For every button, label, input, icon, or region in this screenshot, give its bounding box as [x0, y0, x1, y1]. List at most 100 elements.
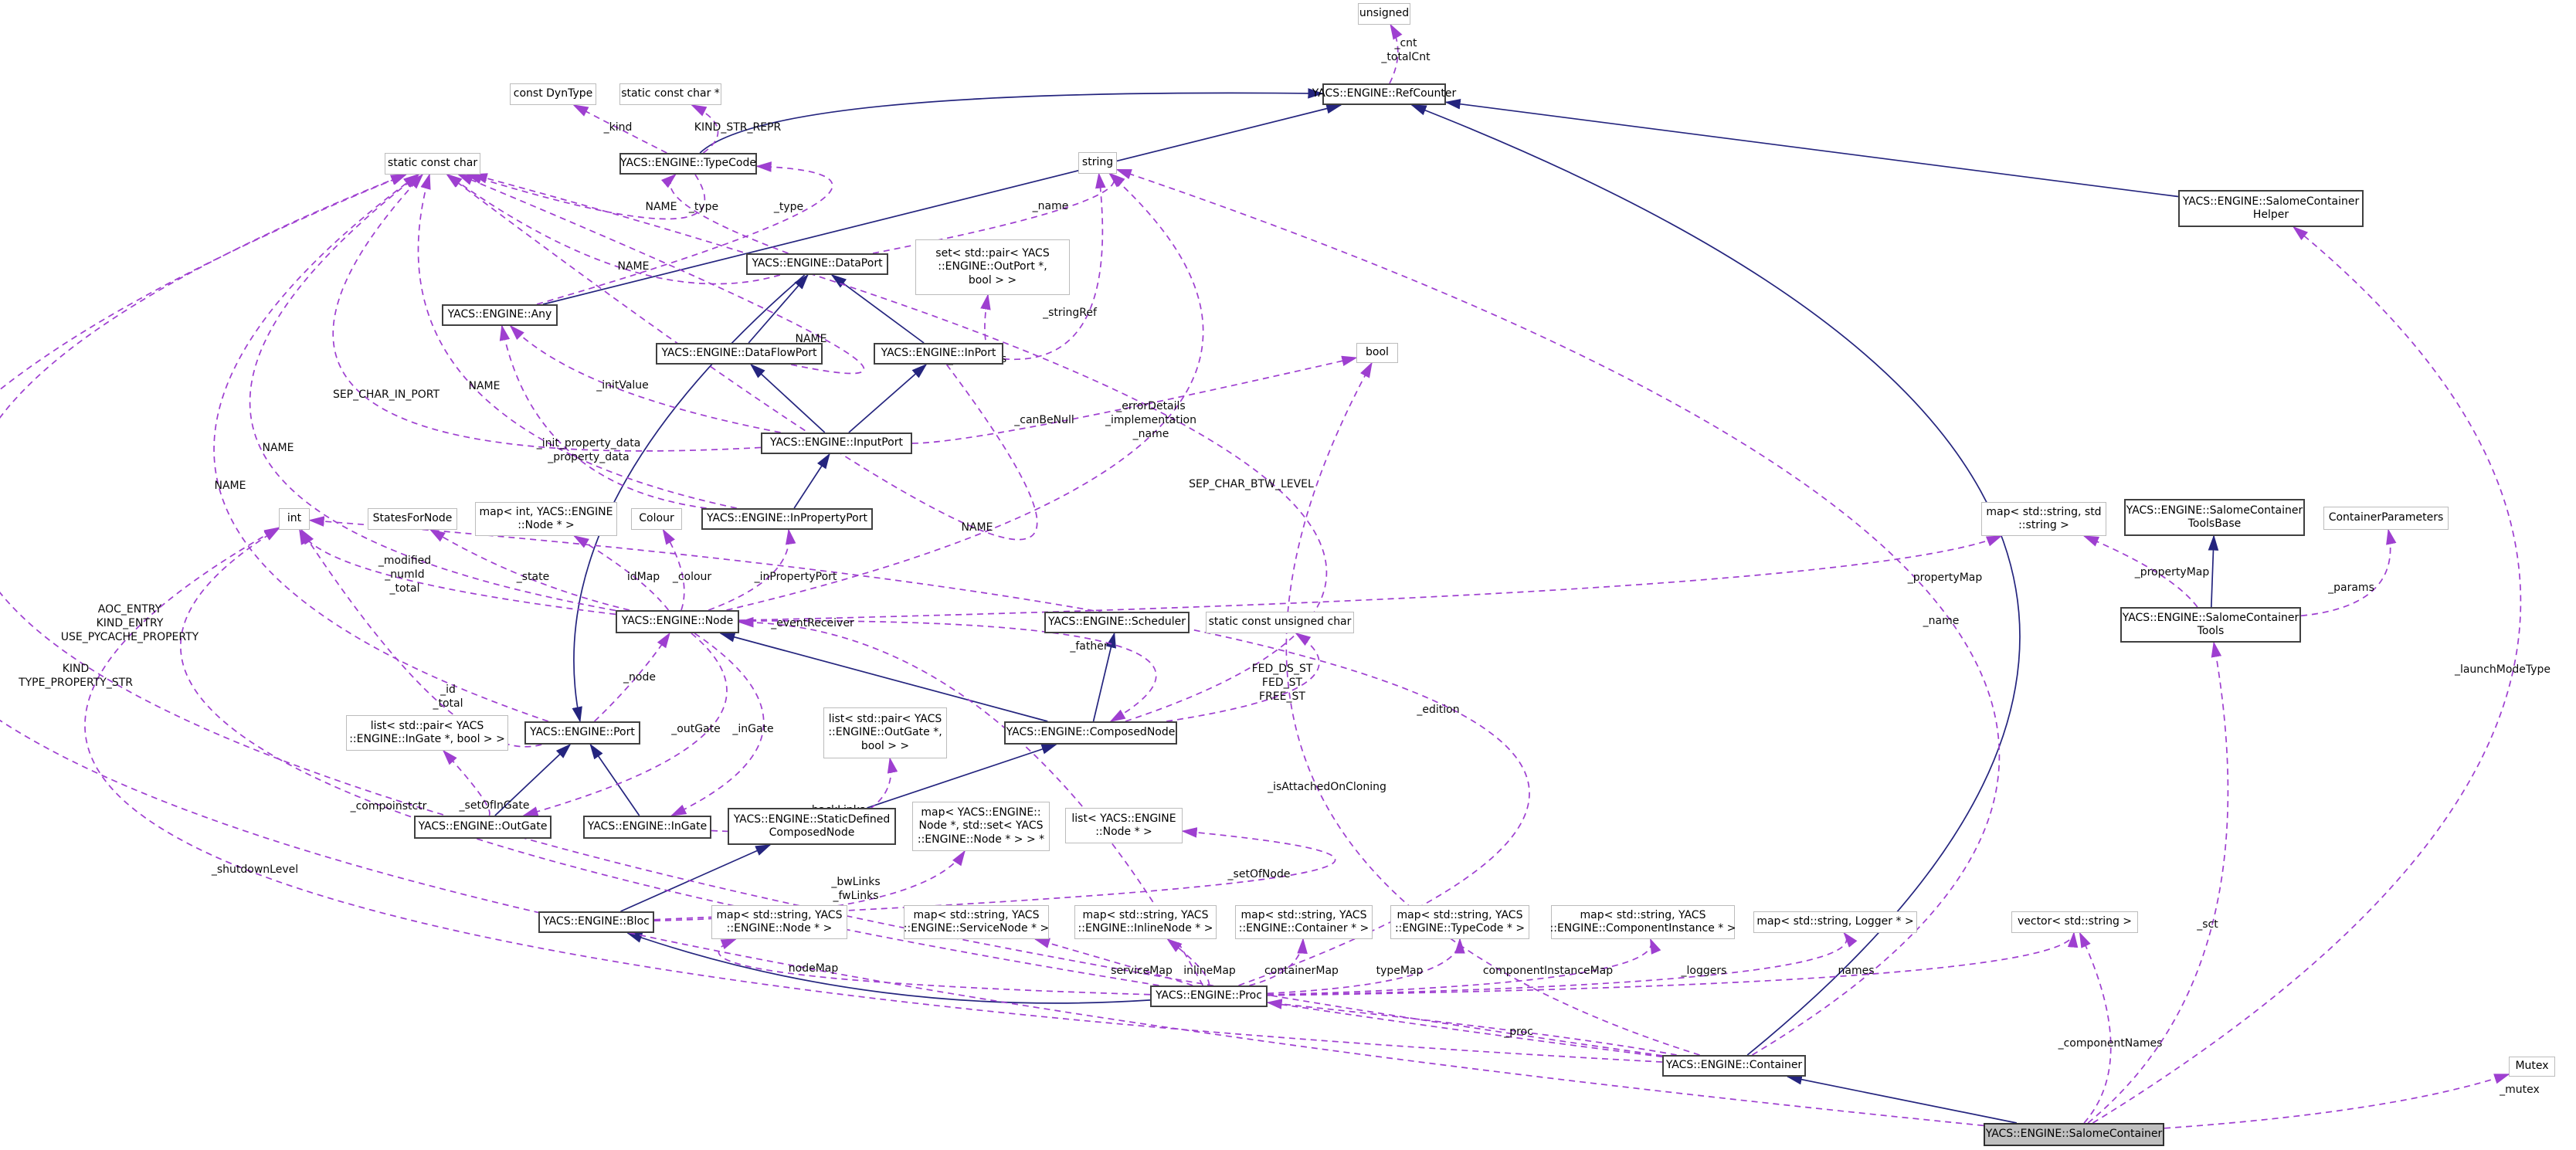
edge-container-refcounter: [1410, 104, 2021, 1056]
edge-container-int: [84, 527, 1663, 1063]
class-box-node[interactable]: YACS::ENGINE::Node: [616, 610, 739, 633]
edge-proc-mapcontainer: [1249, 938, 1308, 986]
class-box-inport[interactable]: YACS::ENGINE::InPort: [874, 343, 1003, 365]
class-box-refcounter[interactable]: YACS::ENGINE::RefCounter: [1312, 83, 1456, 105]
class-box-mapcontainer: map< std::string, YACS ::ENGINE::Contain…: [1235, 905, 1373, 939]
edge-dataflowport-scc: [456, 174, 865, 375]
class-box-vectorstr: vector< std::string >: [2011, 911, 2138, 933]
edge-salomecontainer-vectorstr: [2079, 931, 2112, 1124]
edge-node-inpropertyport: [708, 528, 796, 611]
edge-proc-bloc: [626, 932, 1151, 1004]
edge-inport-scc: [446, 173, 1038, 541]
edge-inport-dataport: [830, 273, 925, 344]
class-box-helper[interactable]: YACS::ENGINE::SalomeContainer Helper: [2178, 190, 2364, 227]
class-box-salomecontainer[interactable]: YACS::ENGINE::SalomeContainer: [1984, 1123, 2164, 1146]
edge-refcounter-unsigned: [1389, 23, 1403, 84]
edge-dataport-port: [572, 274, 806, 723]
edge-typecode-dyntype: [572, 104, 667, 154]
edge-node-scc: [249, 173, 616, 612]
edge-typecode-scc: [466, 174, 706, 220]
edge-container-proc: [1266, 999, 1677, 1056]
class-box-proc[interactable]: YACS::ENGINE::Proc: [1150, 985, 1268, 1007]
edge-inputport-scc: [332, 173, 762, 452]
edge-dataflowport-dataport: [748, 273, 809, 344]
edge-ingate-port: [589, 743, 640, 816]
class-box-listingate: list< std::pair< YACS ::ENGINE::InGate *…: [346, 715, 508, 751]
edge-proc-mapcompinst: [1267, 938, 1661, 996]
edge-dataport-scc: [446, 174, 781, 285]
edge-node-statesfornode: [429, 529, 630, 611]
edge-node-composednode: [738, 620, 1157, 722]
edge-proc-node: [738, 616, 1204, 986]
class-box-sdcn[interactable]: YACS::ENGINE::StaticDefined ComposedNode: [728, 808, 896, 845]
class-box-mutex: Mutex: [2509, 1057, 2555, 1077]
class-box-composednode[interactable]: YACS::ENGINE::ComposedNode: [1004, 721, 1177, 745]
class-box-inputport[interactable]: YACS::ENGINE::InputPort: [761, 433, 912, 454]
class-box-container[interactable]: YACS::ENGINE::Container: [1662, 1055, 1806, 1077]
class-box-mapintnode: map< int, YACS::ENGINE ::Node * >: [475, 502, 617, 536]
edge-salomecontainer-helper: [2092, 226, 2522, 1124]
edge-sdcn-composednode: [867, 744, 1057, 809]
class-box-inpropertyport[interactable]: YACS::ENGINE::InPropertyPort: [701, 508, 873, 530]
class-box-int: int: [279, 508, 310, 530]
class-box-scc: static const char: [385, 153, 480, 175]
class-box-containerparams: ContainerParameters: [2323, 507, 2449, 530]
edge-any-refcounter: [542, 103, 1342, 305]
class-box-mapcompinst: map< std::string, YACS ::ENGINE::Compone…: [1550, 905, 1736, 939]
class-box-typecode[interactable]: YACS::ENGINE::TypeCode: [619, 153, 757, 175]
class-box-bloc[interactable]: YACS::ENGINE::Bloc: [538, 911, 654, 933]
edge-composednode-scheduler: [1092, 632, 1116, 722]
edge-composednode-scc: [471, 173, 1328, 722]
edge-proc-mapnode: [718, 938, 1151, 996]
class-box-statesfornode: StatesForNode: [368, 508, 457, 530]
class-box-maptypecode: map< std::string, YACS ::ENGINE::TypeCod…: [1390, 905, 1529, 939]
class-box-dataflowport[interactable]: YACS::ENGINE::DataFlowPort: [656, 343, 823, 365]
edge-container-int: [180, 528, 1663, 1058]
class-box-bool: bool: [1356, 343, 1398, 363]
edge-composednode-scuc: [1166, 633, 1320, 722]
edge-container-string: [1115, 168, 2001, 1056]
edge-container-bool: [1285, 361, 1700, 1056]
class-box-mapstrstr: map< std::string, std ::string >: [1981, 502, 2106, 536]
edge-dataport-typecode: [660, 173, 789, 254]
edge-port-node: [594, 632, 670, 722]
edge-composednode-node: [719, 632, 1048, 722]
class-box-dataport[interactable]: YACS::ENGINE::DataPort: [746, 253, 888, 275]
class-box-mapnode: map< std::string, YACS ::ENGINE::Node * …: [711, 905, 847, 939]
edge-inpropertyport-inputport: [793, 453, 830, 509]
edge-salomecontainer-mutex: [2164, 1074, 2510, 1129]
class-box-tools[interactable]: YACS::ENGINE::SalomeContainer Tools: [2120, 607, 2301, 643]
class-box-string: string: [1078, 152, 1117, 174]
class-box-sccp: static const char *: [619, 83, 721, 105]
edge-node-mapstrstr: [738, 535, 2003, 622]
class-box-port[interactable]: YACS::ENGINE::Port: [524, 721, 640, 745]
edge-proc-vectorstr: [1267, 931, 2079, 996]
class-box-scheduler[interactable]: YACS::ENGINE::Scheduler: [1044, 612, 1190, 633]
edge-inputport-inport: [848, 363, 928, 433]
edge-bloc-sdcn: [620, 844, 772, 912]
class-box-any[interactable]: YACS::ENGINE::Any: [442, 304, 558, 326]
class-box-scuc: static const unsigned char: [1206, 612, 1354, 633]
class-box-dyntype: const DynType: [510, 83, 596, 105]
class-box-mapinline: map< std::string, YACS ::ENGINE::InlineN…: [1074, 905, 1217, 939]
class-box-listnode: list< YACS::ENGINE ::Node * >: [1065, 808, 1183, 843]
edge-port-scc: [213, 173, 549, 722]
edge-helper-refcounter: [1444, 98, 2179, 198]
edge-outgate-port: [494, 743, 572, 816]
edge-node-ingate: [670, 633, 765, 816]
edge-typecode-refcounter: [699, 88, 1324, 154]
edge-proc-int: [308, 516, 1530, 986]
class-box-mapservice: map< std::string, YACS ::ENGINE::Service…: [904, 905, 1049, 939]
edge-inport-string: [1003, 172, 1106, 361]
edge-proc-maplogger: [1267, 931, 1858, 996]
edge-proc-maptypecode: [1267, 938, 1465, 995]
class-box-outgate[interactable]: YACS::ENGINE::OutGate: [414, 816, 552, 839]
edge-inputport-dataflowport: [749, 363, 826, 433]
edge-typecode-sccp: [691, 104, 719, 154]
class-box-ingate[interactable]: YACS::ENGINE::InGate: [583, 816, 711, 839]
edge-node-mapintnode: [573, 535, 670, 611]
class-box-mapnodeset: map< YACS::ENGINE:: Node *, std::set< YA…: [912, 802, 1050, 851]
class-box-toolsbase[interactable]: YACS::ENGINE::SalomeContainer ToolsBase: [2124, 499, 2305, 536]
edge-tools-toolsbase: [2208, 534, 2219, 608]
